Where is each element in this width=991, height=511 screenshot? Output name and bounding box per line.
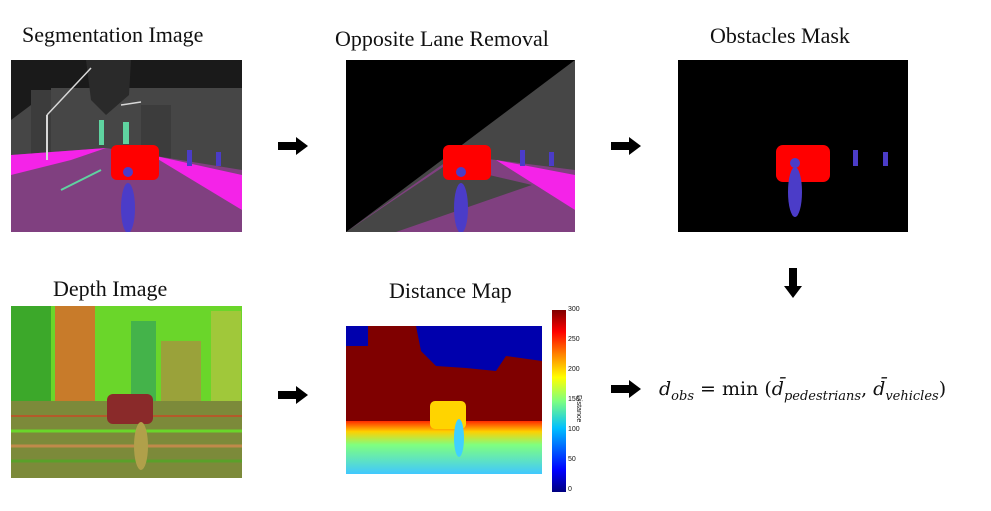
colorbar-tick-200: 200	[568, 366, 580, 373]
colorbar-tick-100: 100	[568, 426, 580, 433]
distance-map-panel	[346, 326, 542, 474]
title-distance-map: Distance Map	[389, 278, 512, 303]
colorbar-label: Distance	[575, 395, 582, 423]
colorbar-tick-250: 250	[568, 336, 580, 343]
colorbar-tick-50: 50	[568, 456, 576, 463]
segmentation-image-panel	[11, 60, 242, 232]
colorbar-tick-0: 0	[568, 486, 572, 493]
title-segmentation-image: Segmentation Image	[22, 22, 204, 47]
arrow-right-icon	[278, 386, 308, 404]
arrow-down-icon	[784, 268, 802, 298]
arrow-right-icon	[611, 380, 641, 398]
colorbar-tick-300: 300	[568, 306, 580, 313]
arrow-right-icon	[611, 137, 641, 155]
title-obstacles-mask: Obstacles Mask	[710, 23, 850, 48]
depth-image-panel	[11, 306, 242, 478]
colorbar-tick-150: 150	[568, 396, 580, 403]
arrow-right-icon	[278, 137, 308, 155]
obstacle-distance-formula: dobs = min (d̄pedestrians, d̄vehicles)	[659, 378, 947, 404]
title-opposite-lane-removal: Opposite Lane Removal	[335, 26, 549, 51]
obstacles-mask-panel	[678, 60, 908, 232]
opposite-lane-removal-panel	[346, 60, 575, 232]
distance-colorbar	[552, 310, 566, 492]
title-depth-image: Depth Image	[53, 276, 168, 301]
